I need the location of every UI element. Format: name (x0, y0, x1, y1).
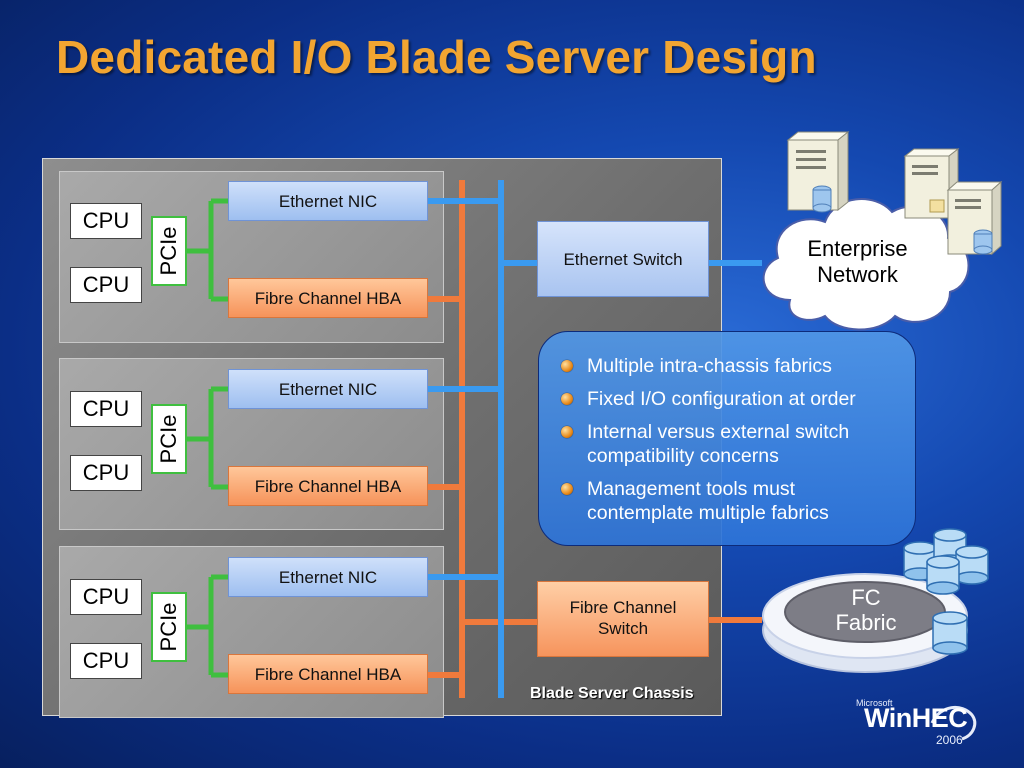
enterprise-network-label: Enterprise Network (807, 236, 908, 287)
ethernet-nic: Ethernet NIC (228, 369, 428, 409)
cpu-box: CPU (70, 455, 142, 491)
pcie-bus: PCIe (151, 592, 187, 662)
cpu-box: CPU (70, 391, 142, 427)
fibre-channel-hba: Fibre Channel HBA (228, 278, 428, 318)
logo-brand: Microsoft (856, 698, 893, 708)
server-icon (786, 130, 850, 213)
pcie-bus: PCIe (151, 404, 187, 474)
fc-bus-lines (428, 180, 762, 698)
fibre-channel-hba: Fibre Channel HBA (228, 466, 428, 506)
fibre-channel-hba: Fibre Channel HBA (228, 654, 428, 694)
bullet-item: Internal versus external switch compatib… (561, 420, 901, 468)
bullet-item: Management tools must contemplate multip… (561, 477, 901, 525)
bullet-item: Fixed I/O configuration at order (561, 387, 901, 411)
chassis-label: Blade Server Chassis (530, 685, 694, 702)
logo-year: 2006 (936, 733, 963, 747)
bullet-item: Multiple intra-chassis fabrics (561, 354, 901, 378)
fc-fabric-disc (762, 573, 968, 673)
logo-name: WinHEC (864, 703, 968, 733)
bullet-icon (561, 483, 573, 495)
fc-switch-label: Fibre Channel Switch (569, 598, 677, 638)
bullet-icon (561, 393, 573, 405)
ethernet-switch: Ethernet Switch (537, 221, 709, 297)
pcie-bus: PCIe (151, 216, 187, 286)
winhec-logo: Microsoft WinHEC 2006 (850, 695, 1000, 755)
ethernet-nic: Ethernet NIC (228, 181, 428, 221)
ethernet-bus-lines (428, 180, 762, 698)
fc-fabric-label: FC Fabric (835, 585, 897, 635)
bullet-panel: Multiple intra-chassis fabrics Fixed I/O… (538, 331, 916, 546)
ethernet-nic: Ethernet NIC (228, 557, 428, 597)
cpu-box: CPU (70, 579, 142, 615)
slide-title: Dedicated I/O Blade Server Design (56, 31, 817, 83)
fibre-channel-switch: Fibre Channel Switch (537, 581, 709, 657)
cpu-box: CPU (70, 203, 142, 239)
pcie-connectors (187, 198, 228, 678)
cpu-box: CPU (70, 267, 142, 303)
cpu-box: CPU (70, 643, 142, 679)
logo-swoosh-icon (930, 706, 977, 741)
bullet-icon (561, 360, 573, 372)
server-icon (946, 180, 1003, 256)
bullet-icon (561, 426, 573, 438)
storage-icon (903, 528, 989, 655)
